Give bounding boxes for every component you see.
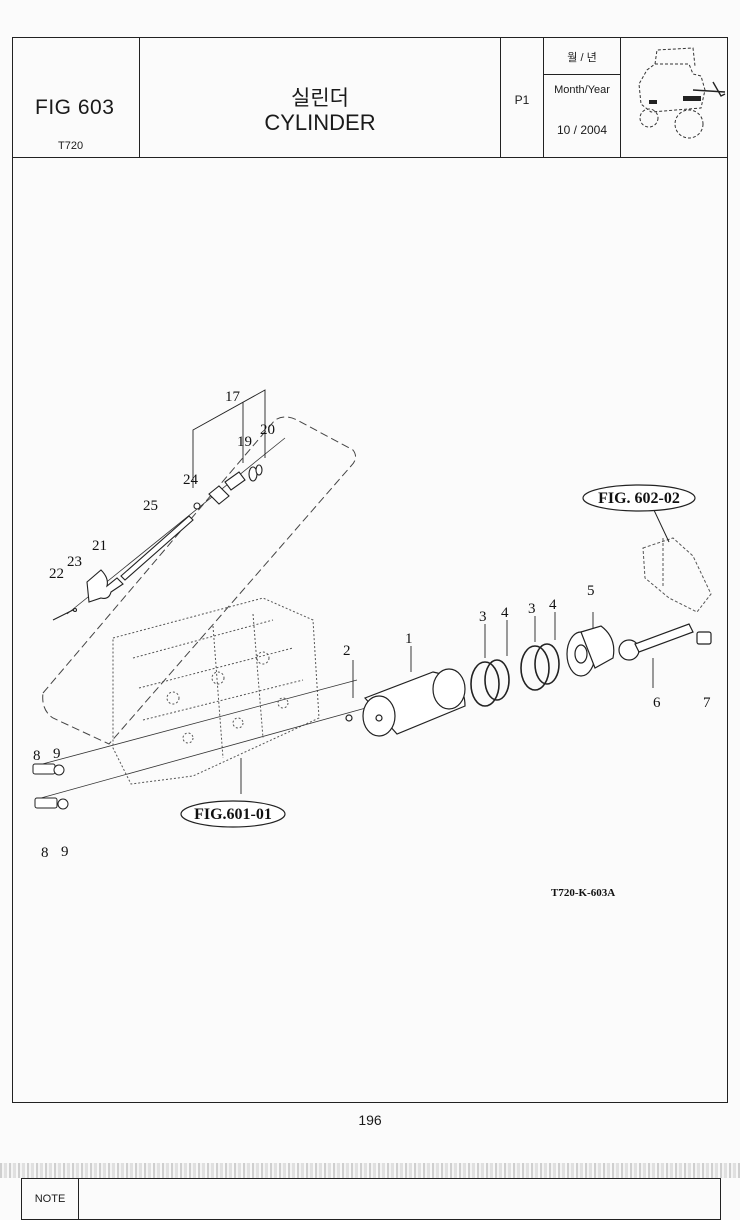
callout-9b: 9: [61, 844, 69, 860]
fig-cell: FIG 603 T720: [13, 38, 140, 157]
drawing-code: T720-K-603A: [551, 887, 615, 899]
scan-edge: [0, 1163, 740, 1178]
linked-part-sketch: [642, 537, 712, 613]
callout-5: 5: [587, 583, 595, 599]
tractor-icon: [638, 47, 726, 139]
note-label: NOTE: [22, 1179, 79, 1219]
page-code-cell: P1: [501, 38, 544, 157]
callout-19: 19: [237, 434, 252, 450]
fig-601-reference: FIG.601-01: [194, 806, 272, 823]
date-cell: 월 / 년 Month/Year 10 / 2004: [544, 38, 621, 157]
callout-8a: 8: [33, 748, 41, 764]
callout-9a: 9: [53, 746, 61, 762]
callout-3b: 3: [528, 601, 536, 617]
cover-plate-outline: [42, 416, 357, 745]
callout-6: 6: [653, 695, 661, 711]
mounting-bolts: [32, 763, 69, 810]
piston: [566, 625, 615, 677]
exploded-view-diagram: 17 20 19 24 25 21 23 22 2 1 3 4 3 4 5 6 …: [32, 389, 712, 899]
page-code: P1: [514, 93, 530, 107]
cylinder-body: [345, 668, 466, 737]
transmission-housing: [112, 597, 320, 785]
model-code: T720: [58, 140, 84, 152]
seal-rings: [470, 643, 560, 707]
callout-23: 23: [67, 554, 82, 570]
callout-22: 22: [49, 566, 64, 582]
fig-601-reference-oval: [180, 800, 286, 828]
piston-rod: [618, 623, 712, 661]
callout-17: 17: [225, 389, 241, 405]
callout-2: 2: [343, 643, 351, 659]
callout-24: 24: [183, 472, 199, 488]
title-korean: 실린더: [291, 87, 349, 110]
note-box: NOTE: [21, 1178, 721, 1220]
page-number: 196: [358, 1112, 382, 1128]
callout-1: 1: [405, 631, 413, 647]
tractor-thumbnail-cell: [621, 38, 729, 157]
callout-4b: 4: [549, 597, 557, 613]
fig-number: FIG 603: [35, 96, 115, 119]
callout-7: 7: [703, 695, 711, 711]
month-year-korean: 월 / 년: [567, 52, 597, 64]
fig-602-reference-oval: [582, 484, 696, 512]
control-rod-assembly: [52, 464, 263, 621]
header-block: FIG 603 T720 실린더 CYLINDER P1 월 / 년 Month…: [13, 38, 727, 158]
callout-8b: 8: [41, 845, 49, 861]
fig-602-reference: FIG. 602-02: [598, 490, 680, 507]
callout-20: 20: [260, 422, 275, 438]
month-year-value: 10 / 2004: [556, 123, 608, 137]
callout-21: 21: [92, 538, 107, 554]
month-year-label: Month/Year: [554, 84, 610, 96]
title-english: CYLINDER: [264, 110, 376, 135]
callout-4a: 4: [501, 605, 509, 621]
diagram-area: 17 20 19 24 25 21 23 22 2 1 3 4 3 4 5 6 …: [13, 158, 727, 1220]
callout-3a: 3: [479, 609, 487, 625]
title-cell: 실린더 CYLINDER: [140, 38, 501, 157]
parts-sheet: FIG 603 T720 실린더 CYLINDER P1 월 / 년 Month…: [12, 37, 728, 1220]
callout-25: 25: [143, 498, 158, 514]
